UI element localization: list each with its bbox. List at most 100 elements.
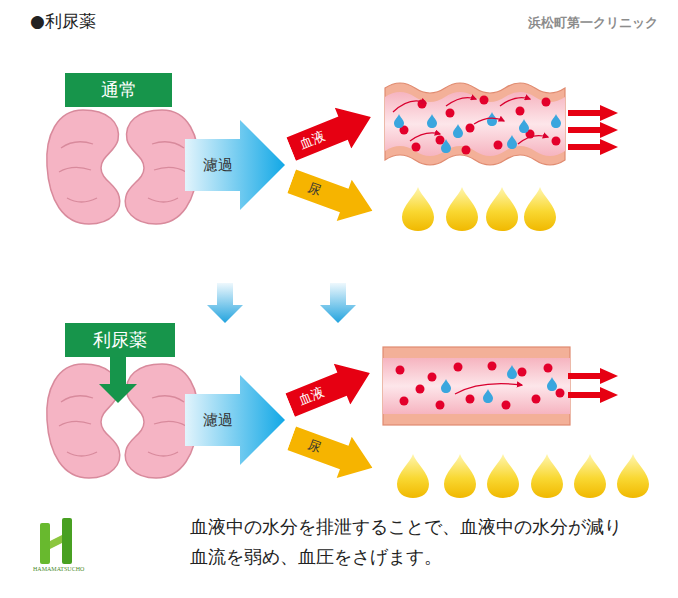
urine-drop bbox=[524, 187, 556, 231]
node-text-holder: 濾過 bbox=[203, 120, 250, 210]
blood-cell bbox=[556, 389, 565, 398]
water-drop bbox=[519, 119, 529, 133]
blood-cell bbox=[544, 364, 553, 373]
urine-drop bbox=[531, 454, 563, 498]
kidney-left bbox=[47, 364, 120, 478]
blood-cell bbox=[396, 366, 405, 375]
blood-cell bbox=[466, 124, 475, 133]
flow-arrow bbox=[518, 136, 548, 144]
drug-arrow bbox=[99, 356, 137, 403]
blood-cell bbox=[532, 395, 541, 404]
blood-cell bbox=[488, 362, 497, 371]
arrow-outline bbox=[282, 352, 378, 425]
node-text: 血液 bbox=[297, 385, 326, 408]
flow-out-arrow bbox=[568, 122, 618, 138]
blood-cell bbox=[518, 368, 527, 377]
blood-cell bbox=[428, 373, 437, 382]
flow-arrow bbox=[393, 101, 426, 112]
blood-vessel bbox=[383, 347, 570, 425]
flow-arrow bbox=[474, 118, 504, 124]
vessel-wall bbox=[385, 83, 565, 165]
blood-cell bbox=[446, 109, 455, 118]
arrow-body bbox=[185, 375, 285, 465]
urine-drop bbox=[487, 454, 519, 498]
flow-out-arrow bbox=[568, 139, 618, 155]
water-drop bbox=[551, 114, 561, 128]
arrow-outline bbox=[284, 418, 380, 489]
urine-drop bbox=[617, 454, 649, 498]
arrow-shape: 血液 bbox=[282, 352, 378, 425]
flow-out-arrow bbox=[568, 387, 618, 403]
arrow-body bbox=[283, 96, 379, 169]
water-drop bbox=[427, 114, 437, 128]
water-drop bbox=[453, 124, 463, 138]
water-drop bbox=[507, 365, 517, 379]
flow-arrow bbox=[446, 98, 476, 106]
urine-drop bbox=[446, 187, 478, 231]
blood-cell bbox=[400, 397, 409, 406]
transition-arrow bbox=[320, 283, 356, 323]
node-text-holder: 通常 bbox=[65, 73, 172, 107]
water-drop bbox=[507, 135, 517, 149]
node-text: 濾過 bbox=[203, 157, 233, 174]
blood-cell bbox=[466, 395, 475, 404]
transition-arrow bbox=[207, 283, 243, 323]
vessel-lumen bbox=[385, 92, 565, 156]
water-drop bbox=[441, 139, 451, 153]
logo-bar bbox=[50, 535, 62, 549]
arrow-shape: 尿 bbox=[284, 161, 380, 232]
urine-drop bbox=[486, 187, 518, 231]
blood-cell bbox=[462, 146, 471, 155]
blood-cell bbox=[516, 107, 525, 116]
blood-cell bbox=[480, 96, 489, 105]
urine-drop bbox=[402, 187, 434, 231]
blood-cell bbox=[542, 98, 551, 107]
blood-vessel bbox=[385, 83, 565, 165]
arrow-body bbox=[282, 352, 378, 425]
kidney-left bbox=[47, 110, 120, 224]
arrow-body bbox=[284, 161, 380, 232]
diagram-title: ●利尿薬 bbox=[30, 11, 230, 31]
blood-cell bbox=[416, 385, 425, 394]
blood-cell bbox=[412, 143, 421, 152]
flow-arrow bbox=[455, 384, 522, 394]
node-text: 尿 bbox=[306, 181, 323, 199]
blood-cell bbox=[494, 141, 503, 150]
node-text-holder: 濾過 bbox=[203, 375, 250, 465]
flow-arrow bbox=[410, 133, 440, 141]
node-text: 濾過 bbox=[203, 412, 233, 429]
watermark: 浜松町第一クリニック bbox=[528, 15, 668, 30]
flow-out-arrow bbox=[568, 368, 618, 384]
logo-bar bbox=[40, 523, 50, 564]
node-text: 利尿薬 bbox=[93, 330, 147, 350]
arrow-shape: 血液 bbox=[283, 96, 379, 169]
node-text: 通常 bbox=[101, 80, 137, 100]
urine-drop bbox=[574, 454, 606, 498]
arrow-outline bbox=[185, 375, 285, 465]
clinic-logo bbox=[40, 518, 72, 564]
water-drop bbox=[441, 379, 451, 393]
node-text-holder: 利尿薬 bbox=[65, 323, 175, 357]
arrow-outline bbox=[283, 96, 379, 169]
logo-bar bbox=[62, 518, 72, 564]
water-drop bbox=[483, 389, 493, 403]
arrow-shape: 尿 bbox=[284, 418, 380, 489]
arrow-body bbox=[185, 120, 285, 210]
caption: 血液中の水分を排泄することで、血液中の水分が減り 血流を弱め、血圧をさげます。 bbox=[190, 512, 635, 572]
blood-cell bbox=[454, 363, 463, 372]
vessel-wall bbox=[383, 347, 570, 425]
logo-text: HAMAMATSUCHO bbox=[33, 566, 93, 573]
blood-cell bbox=[436, 401, 445, 410]
blood-cell bbox=[436, 136, 445, 145]
water-drop bbox=[547, 377, 557, 391]
node-text: 尿 bbox=[306, 438, 323, 456]
arrow-body bbox=[284, 418, 380, 489]
arrow-shape: 濾過 bbox=[185, 120, 285, 210]
arrow-shape: 濾過 bbox=[185, 375, 285, 465]
label-box: 通常 bbox=[65, 73, 172, 107]
blood-cell bbox=[552, 137, 561, 146]
flow-out-arrow bbox=[568, 105, 618, 121]
arrow-outline bbox=[284, 161, 380, 232]
water-drop bbox=[394, 114, 404, 128]
